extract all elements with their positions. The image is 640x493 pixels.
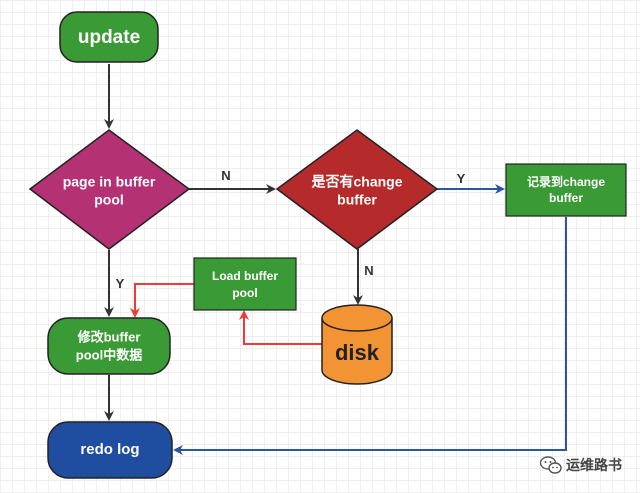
edge-disk-to-load-buffer-pool bbox=[239, 310, 322, 345]
disk-label: disk bbox=[335, 340, 380, 365]
record-change-buffer-label-line1: 记录到change bbox=[527, 174, 605, 189]
load-buffer-pool-label-line1: Load buffer bbox=[212, 269, 278, 283]
load-buffer-pool-label-line2: pool bbox=[232, 286, 257, 300]
page-in-buffer-pool-label-line2: pool bbox=[94, 192, 124, 208]
has-change-buffer-label-line2: buffer bbox=[337, 192, 377, 208]
watermark: 运维路书 bbox=[540, 455, 622, 475]
edge-label-n-pool-to-change: N bbox=[221, 168, 230, 183]
modify-buffer-pool-label-line1: 修改buffer bbox=[77, 329, 141, 344]
watermark-text: 运维路书 bbox=[566, 458, 622, 474]
modify-buffer-pool-label-line2: pool中数据 bbox=[76, 347, 142, 362]
edge-label-y-change-to-record: Y bbox=[457, 171, 466, 186]
update-node: update bbox=[59, 11, 159, 63]
update-label: update bbox=[78, 27, 140, 48]
disk-cylinder: disk bbox=[321, 304, 393, 385]
has-change-buffer-decision: 是否有change buffer bbox=[275, 129, 439, 250]
record-change-buffer-label-line2: buffer bbox=[549, 191, 583, 205]
page-in-buffer-pool-label-line1: page in buffer bbox=[63, 174, 156, 190]
edge-load-buffer-pool-to-modify bbox=[130, 283, 194, 318]
edge-record-change-buffer-to-redo-log bbox=[173, 217, 567, 455]
page-in-buffer-pool-decision: page in buffer pool bbox=[28, 129, 191, 250]
record-change-buffer-node: 记录到change buffer bbox=[505, 163, 627, 217]
redo-log-node: redo log bbox=[47, 421, 173, 479]
wechat-icon bbox=[540, 456, 562, 474]
load-buffer-pool-node: Load buffer pool bbox=[193, 257, 297, 311]
has-change-buffer-label-line1: 是否有change bbox=[311, 174, 402, 190]
edge-label-y-pool-to-modify: Y bbox=[116, 276, 125, 291]
redo-log-label: redo log bbox=[80, 441, 139, 458]
edge-label-n-change-to-disk: N bbox=[364, 263, 373, 278]
modify-buffer-pool-node: 修改buffer pool中数据 bbox=[47, 317, 171, 375]
